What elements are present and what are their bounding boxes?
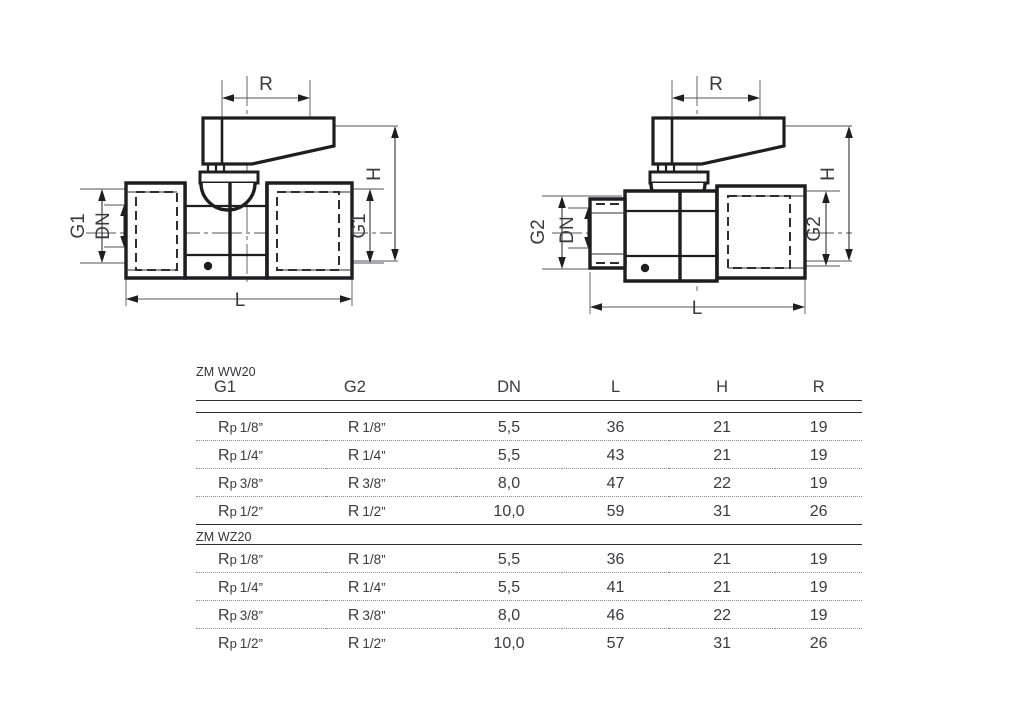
dim-label-r-left: R [259, 74, 273, 95]
cell-h: 21 [668, 572, 776, 601]
cell-dn: 5,5 [455, 413, 563, 441]
dim-label-g1-left: G1 [68, 213, 89, 238]
column-header-g2: G2 [343, 377, 366, 396]
dim-label-g1-right: G1 [349, 213, 370, 238]
column-header-h: H [716, 377, 729, 396]
valve-drawing-left-svg: R L G1 DN G1 H [68, 74, 399, 311]
cell-r: 19 [775, 413, 862, 441]
table-rule [196, 524, 862, 525]
table-rule [196, 412, 862, 413]
dim-label-l-left: L [235, 290, 246, 311]
cell-h: 21 [668, 413, 776, 441]
cell-l: 59 [606, 503, 625, 520]
cell-h: 22 [668, 600, 776, 629]
dim-label-g2-left: G2 [528, 219, 549, 244]
table-rule [196, 543, 862, 545]
dim-label-dn-right: DN [557, 216, 578, 243]
valve-drawing-right-svg: R L G2 DN G2 H [528, 74, 853, 319]
cell-l: 36 [562, 544, 669, 573]
cell-l: 47 [562, 468, 669, 497]
dim-label-l-right: L [692, 298, 703, 319]
cell-dn: 8,0 [455, 468, 563, 497]
cell-r: 26 [809, 503, 828, 520]
table-group-title-row: ZM WW20 [196, 366, 862, 379]
cell-h: 31 [713, 503, 731, 520]
cell-r: 19 [775, 600, 862, 629]
drawing-male-female-valve: R L G2 DN G2 H [512, 56, 887, 331]
dim-label-h-right: H [818, 167, 839, 181]
cell-r: 19 [775, 468, 862, 497]
cell-r: 19 [775, 572, 862, 601]
cell-r: 26 [809, 634, 828, 652]
cell-h: 21 [668, 440, 776, 469]
column-header-l: L [610, 377, 621, 396]
cell-l: 41 [562, 572, 669, 601]
dim-label-r-right: R [709, 74, 723, 95]
cell-r: 19 [775, 544, 862, 573]
dim-label-g2-right: G2 [804, 216, 825, 241]
cell-l: 57 [606, 634, 625, 652]
dim-label-h-left: H [364, 167, 385, 181]
column-header-dn: DN [497, 377, 521, 396]
cell-h: 21 [668, 544, 776, 573]
table-group-title: ZM WZ20 [196, 530, 252, 544]
column-header-g1: G1 [214, 377, 237, 396]
drawing-female-female-valve: R L G1 DN G1 H [62, 56, 432, 321]
cell-dn: 8,0 [455, 600, 563, 629]
cell-dn: 5,5 [455, 572, 563, 601]
table-group-title-row: ZM WZ20 [196, 525, 862, 544]
cell-h: 22 [668, 468, 776, 497]
dim-label-dn-left: DN [93, 212, 114, 239]
cell-l: 36 [562, 413, 669, 441]
cell-r: 19 [775, 440, 862, 469]
table-header-row: G1 G2 DN L H R [196, 377, 862, 401]
column-header-r: R [812, 377, 825, 396]
cell-dn: 5,5 [455, 544, 563, 573]
table-group-title: ZM WW20 [196, 365, 256, 379]
table-rule [196, 400, 862, 413]
paper-artifact [118, 604, 121, 616]
cell-h: 31 [713, 634, 731, 652]
cell-l: 46 [562, 600, 669, 629]
cell-l: 43 [562, 440, 669, 469]
cell-dn: 10,0 [493, 503, 525, 520]
cell-dn: 10,0 [493, 634, 525, 652]
cell-dn: 5,5 [455, 440, 563, 469]
